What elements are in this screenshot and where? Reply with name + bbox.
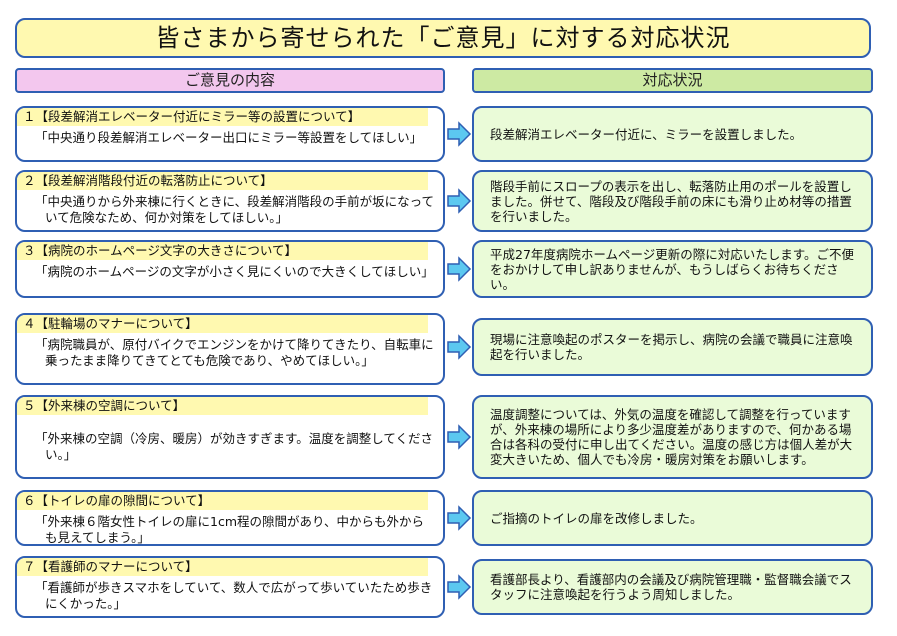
- right-arrow-icon: [447, 256, 472, 282]
- opinion-text: 「中央通り段差解消エレベーター出口にミラー等設置をしてほしい」: [35, 130, 423, 145]
- opinion-text: 「病院のホームページの文字が小さく見にくいので大きくしてほしい」: [35, 264, 434, 279]
- opinion-title: ７【看護師のマナーについて】: [17, 558, 428, 576]
- opinion-text: 「外来棟の空調（冷房、暖房）が効きすぎます。温度を調整してください。」: [35, 431, 434, 462]
- response-item-1: 段差解消エレベーター付近に、ミラーを設置しました。: [472, 106, 873, 162]
- opinion-text: 「看護師が歩きスマホをしていて、数人で広がって歩いていたため歩きにくかった。」: [35, 580, 433, 611]
- right-arrow-icon: [447, 188, 472, 214]
- opinion-text: 「外来棟６階女性トイレの扉に1cm程の隙間があり、中からも外からも見えてしまう。…: [35, 514, 425, 545]
- opinion-item-4: ４【駐輪場のマナーについて】 「病院職員が、原付バイクでエンジンをかけて降りてき…: [15, 313, 445, 385]
- opinion-item-7: ７【看護師のマナーについて】 「看護師が歩きスマホをしていて、数人で広がって歩い…: [15, 556, 445, 618]
- right-arrow-icon: [447, 424, 472, 450]
- right-arrow-icon: [447, 334, 472, 360]
- opinion-item-6: ６【トイレの扉の隙間について】 「外来棟６階女性トイレの扉に1cm程の隙間があり…: [15, 490, 445, 546]
- response-item-5: 温度調整については、外気の温度を確認して調整を行っていますが、外来棟の場所により…: [472, 395, 873, 479]
- page-title: 皆さまから寄せられた「ご意見」に対する対応状況: [15, 18, 871, 58]
- opinion-item-3: ３【病院のホームページ文字の大きさについて】 「病院のホームページの文字が小さく…: [15, 240, 445, 298]
- opinion-title: ６【トイレの扉の隙間について】: [17, 492, 428, 510]
- opinion-title: １【段差解消エレベーター付近にミラー等の設置について】: [17, 108, 428, 126]
- response-item-6: ご指摘のトイレの扉を改修しました。: [472, 490, 873, 546]
- response-column-header: 対応状況: [472, 68, 873, 93]
- right-arrow-icon: [447, 574, 472, 600]
- opinion-column-header: ご意見の内容: [15, 68, 445, 93]
- opinion-title: ２【段差解消階段付近の転落防止について】: [17, 172, 428, 190]
- opinion-item-2: ２【段差解消階段付近の転落防止について】 「中央通りから外来棟に行くときに、段差…: [15, 170, 445, 232]
- opinion-title: ５【外来棟の空調について】: [17, 397, 428, 415]
- opinion-item-1: １【段差解消エレベーター付近にミラー等の設置について】 「中央通り段差解消エレベ…: [15, 106, 445, 162]
- opinion-item-5: ５【外来棟の空調について】 「外来棟の空調（冷房、暖房）が効きすぎます。温度を調…: [15, 395, 445, 479]
- opinion-text: 「病院職員が、原付バイクでエンジンをかけて降りてきたり、自転車に乗ったまま降りて…: [35, 337, 434, 368]
- opinion-title: ４【駐輪場のマナーについて】: [17, 315, 428, 333]
- response-item-3: 平成27年度病院ホームページ更新の際に対応いたします。ご不便をおかけして申し訳あ…: [472, 240, 873, 298]
- response-item-4: 現場に注意喚起のポスターを掲示し、病院の会議で職員に注意喚起を行いました。: [472, 318, 873, 376]
- opinion-title: ３【病院のホームページ文字の大きさについて】: [17, 242, 428, 260]
- response-item-2: 階段手前にスロープの表示を出し、転落防止用のポールを設置しました。併せて、階段及…: [472, 170, 873, 232]
- right-arrow-icon: [447, 505, 472, 531]
- opinion-text: 「中央通りから外来棟に行くときに、段差解消階段の手前が坂になっていて危険なため、…: [35, 194, 435, 225]
- response-item-7: 看護部長より、看護部内の会議及び病院管理職・監督職会議でスタッフに注意喚起を行う…: [472, 559, 873, 615]
- right-arrow-icon: [447, 121, 472, 147]
